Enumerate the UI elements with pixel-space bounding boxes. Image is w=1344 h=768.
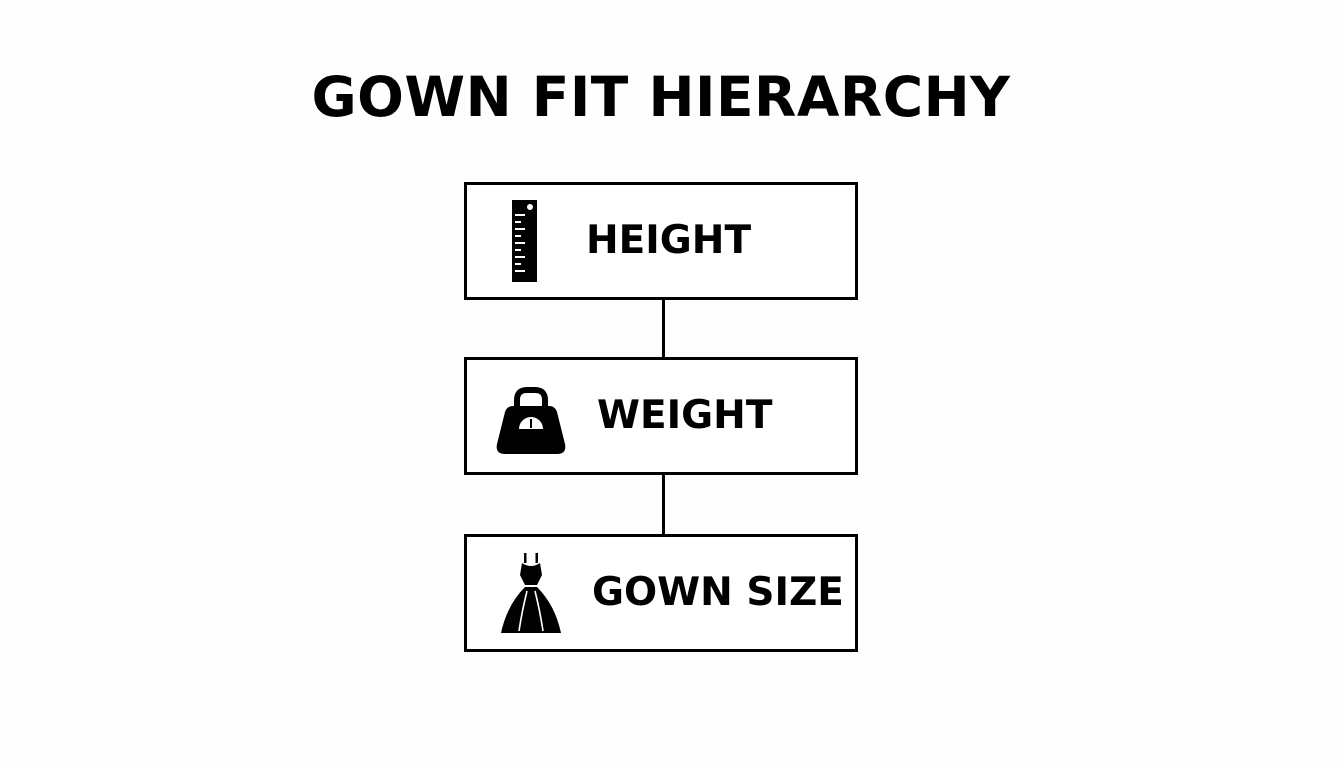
dress-icon [501,553,561,633]
connector-height-weight [662,300,665,357]
node-weight-label: WEIGHT [597,393,773,438]
node-height: HEIGHT [464,182,858,300]
ruler-icon [512,200,537,282]
diagram-title: GOWN FIT HIERARCHY [311,65,1011,129]
node-gown-size: GOWN SIZE [464,534,858,652]
node-weight: WEIGHT [464,357,858,475]
node-gown-size-label: GOWN SIZE [592,570,844,615]
connector-weight-gownsize [662,475,665,534]
node-height-label: HEIGHT [586,218,752,263]
weight-scale-icon [496,387,566,454]
